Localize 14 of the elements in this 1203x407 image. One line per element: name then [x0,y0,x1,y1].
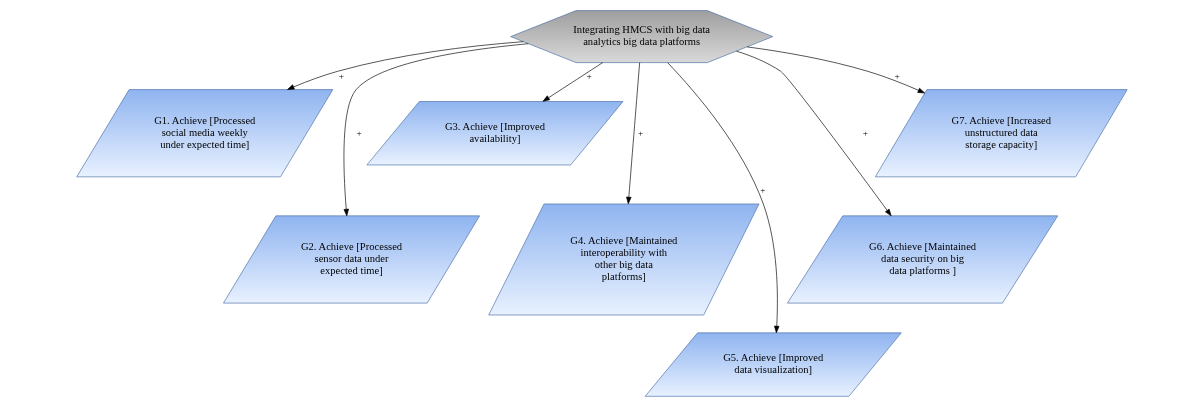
arrow [746,46,925,94]
edge-label: + [356,127,362,138]
edge-label: + [586,70,592,81]
edge-label: + [894,70,900,81]
edge-label: + [759,184,766,195]
arrow [666,62,779,334]
arrow [735,50,891,217]
arrow [625,62,640,205]
arrow [343,43,529,217]
arrow [286,41,524,90]
edge-label: + [862,127,868,138]
edge-label: + [637,127,643,138]
edge-label: + [338,70,344,81]
arrow [542,62,603,102]
